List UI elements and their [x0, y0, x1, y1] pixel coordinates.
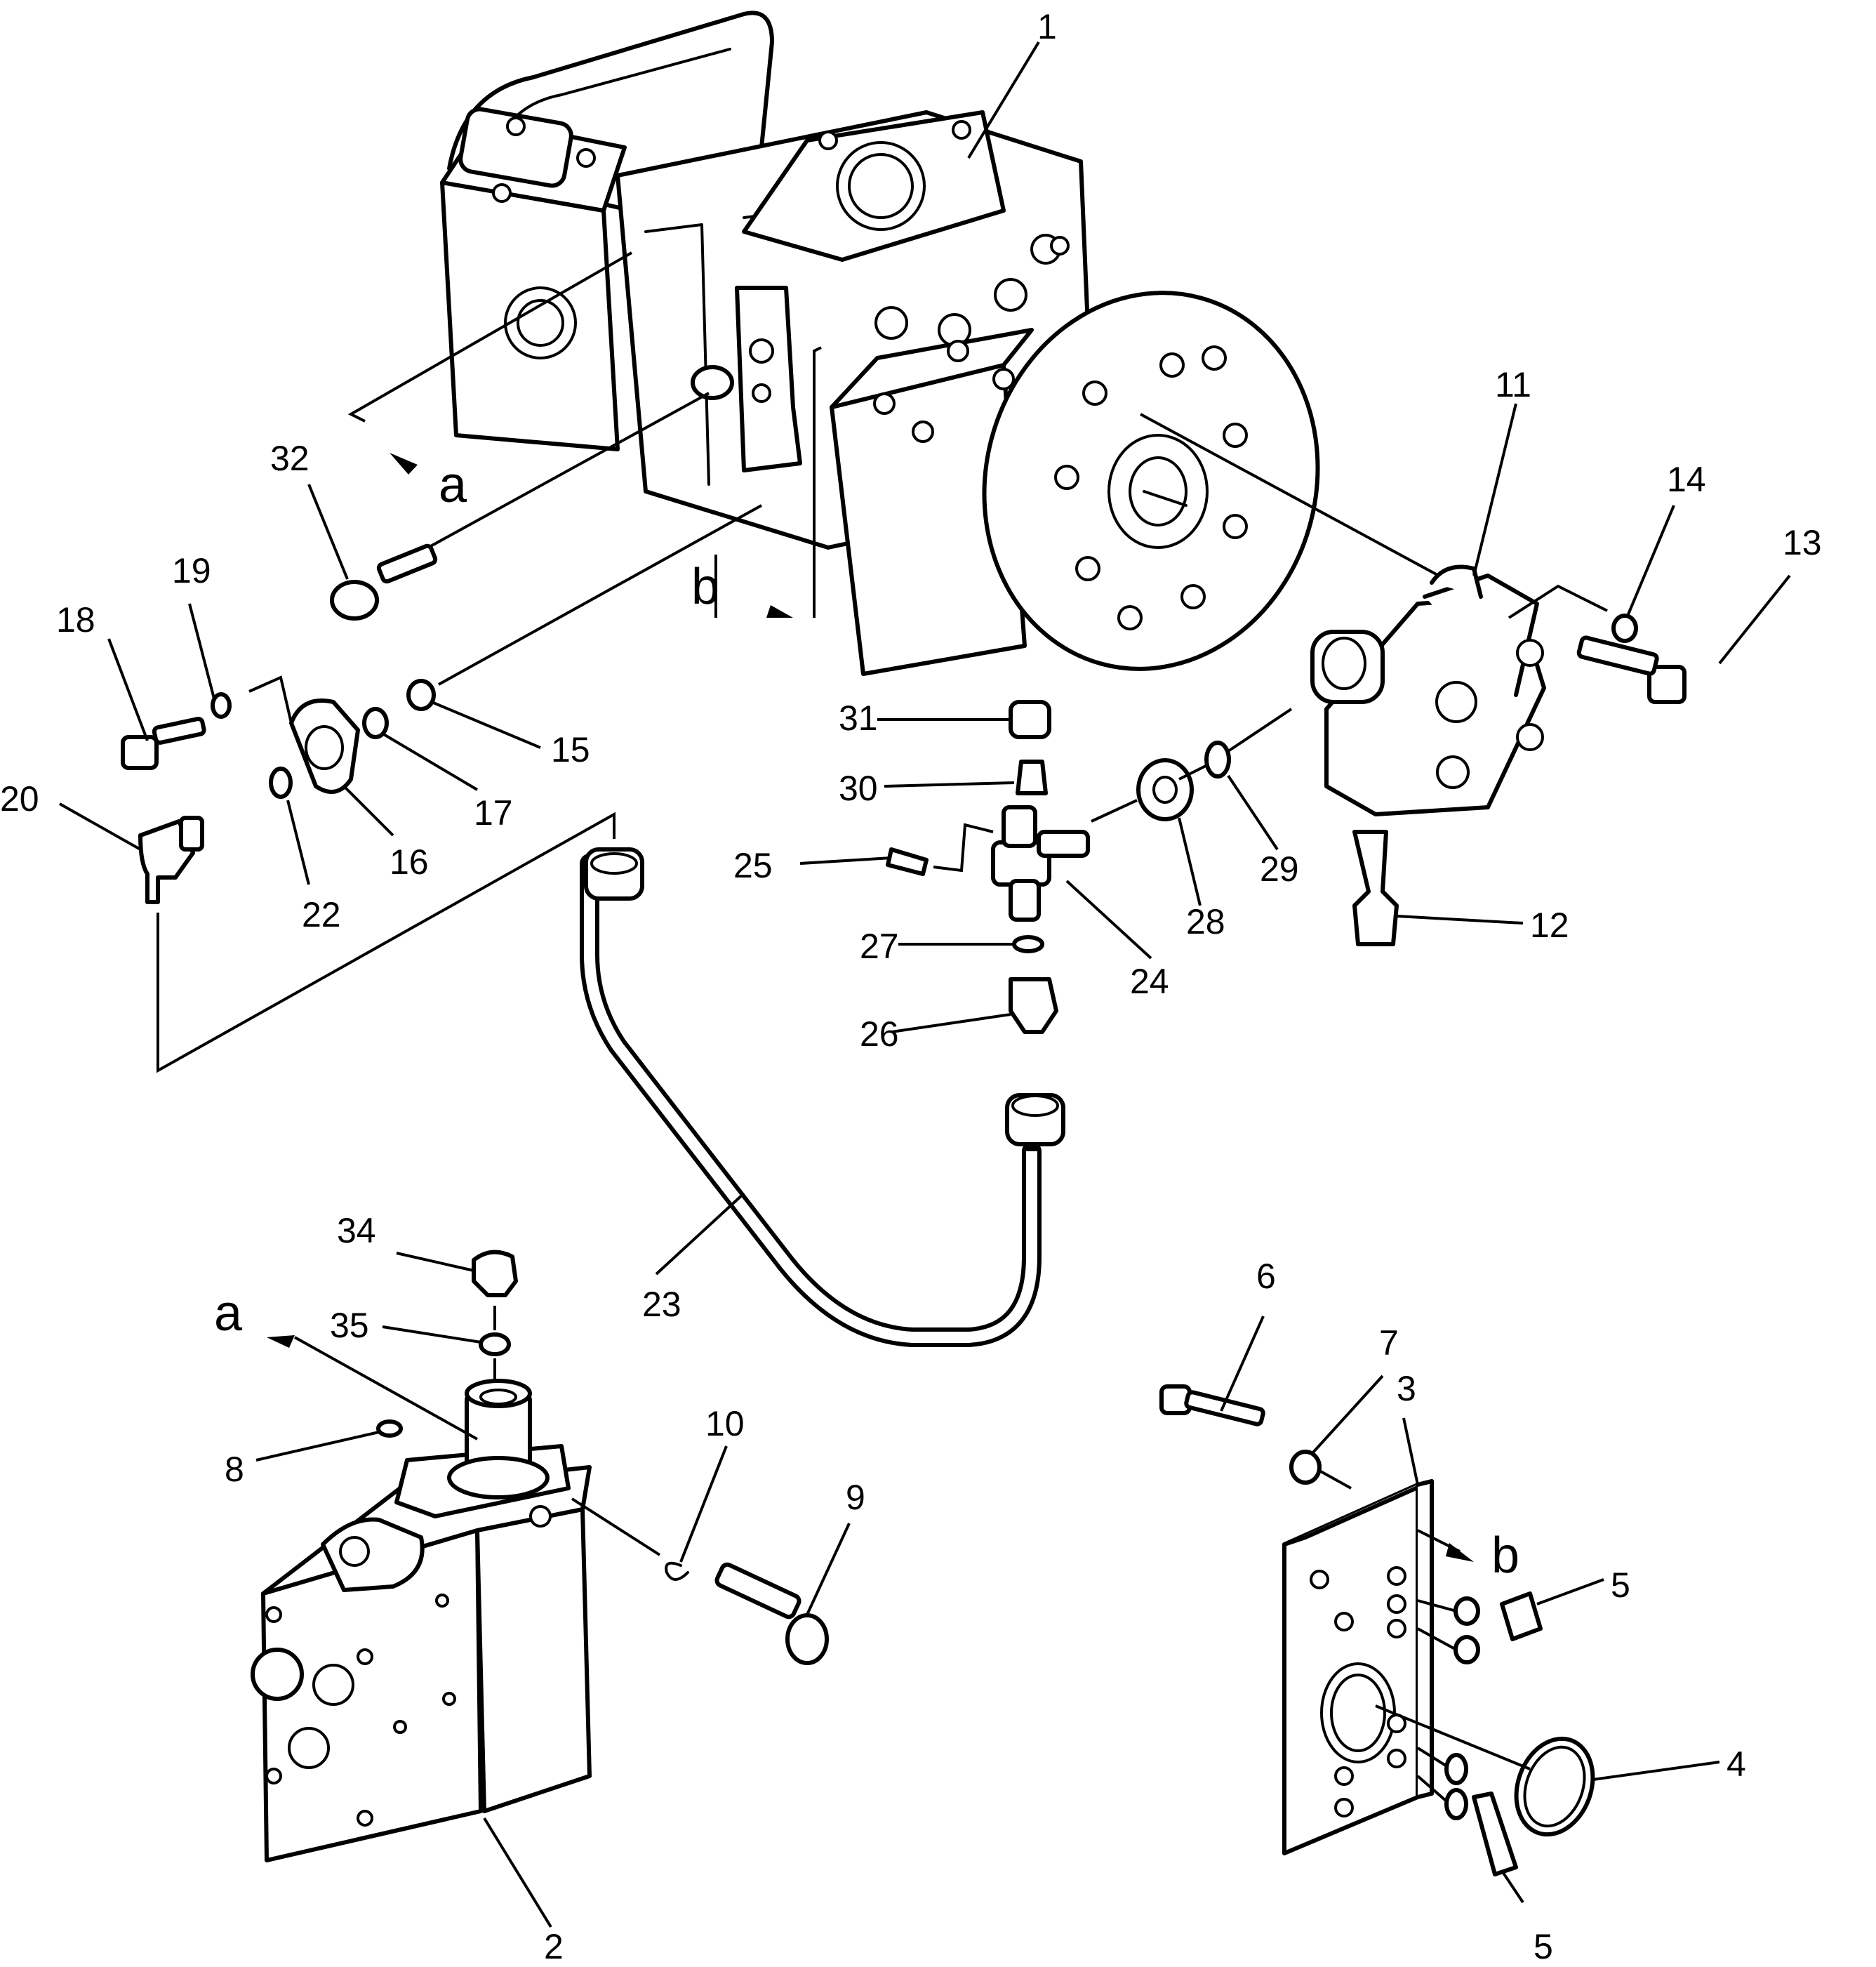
- callout-12: 12: [1530, 906, 1569, 945]
- part-22-o-ring: [269, 767, 293, 799]
- reference-letters: a b a b: [214, 457, 1519, 1584]
- callout-labels: 1 11 14 13 32 19 18 20 15 17 16 22 31 30…: [0, 7, 1822, 1966]
- part-25-fitting: [886, 847, 929, 876]
- part-27-o-ring: [1012, 935, 1044, 953]
- callout-10: 10: [705, 1404, 745, 1443]
- callout-7: 7: [1379, 1323, 1399, 1363]
- part-23-hose: [580, 847, 1065, 1347]
- part-14-washer: [1611, 614, 1638, 643]
- part-9-bolt: [714, 1562, 829, 1665]
- part-24-tee: [991, 805, 1090, 922]
- ref-letter-a-bottom: a: [214, 1285, 243, 1342]
- part-35-o-ring: [479, 1332, 511, 1356]
- part-30-nipple: [1016, 760, 1048, 795]
- callout-34: 34: [337, 1211, 376, 1250]
- callout-28: 28: [1186, 902, 1225, 941]
- callout-15: 15: [551, 730, 590, 769]
- ref-letter-a-top: a: [439, 457, 467, 513]
- part-2-valve-block: [251, 1379, 592, 1862]
- part-6-bolt: [1159, 1384, 1265, 1426]
- part-5-seals-upper: [1453, 1591, 1543, 1664]
- callout-2: 2: [544, 1927, 564, 1966]
- callout-30: 30: [839, 769, 878, 808]
- callout-22: 22: [302, 895, 341, 934]
- ref-letter-b-top: b: [691, 559, 719, 615]
- callout-31: 31: [839, 698, 878, 738]
- callout-20: 20: [0, 779, 39, 819]
- callout-17: 17: [474, 793, 513, 833]
- part-15-plug: [406, 679, 436, 711]
- part-32-eyebolt: [330, 543, 438, 621]
- callout-14: 14: [1667, 460, 1706, 499]
- callout-11: 11: [1495, 365, 1531, 404]
- part-31-nut: [1009, 700, 1051, 739]
- callout-1: 1: [1037, 7, 1057, 46]
- assembly-lines: [157, 251, 1608, 1802]
- callout-25: 25: [733, 846, 773, 885]
- part-1-main-pump: [440, 11, 1320, 676]
- callout-5-lower: 5: [1534, 1927, 1553, 1966]
- part-10-ring: [665, 1561, 689, 1581]
- callout-18: 18: [56, 600, 95, 640]
- callout-35: 35: [330, 1306, 369, 1345]
- callout-26: 26: [860, 1014, 899, 1054]
- part-29-o-ring: [1204, 741, 1231, 779]
- part-19-washer: [211, 692, 232, 719]
- part-3-manifold-plate: [1282, 1479, 1434, 1855]
- part-5-seals-lower: [1444, 1753, 1518, 1876]
- callout-5-upper: 5: [1611, 1565, 1630, 1605]
- callout-27: 27: [860, 927, 899, 966]
- part-12-fitting: [1352, 830, 1399, 946]
- callout-19: 19: [172, 551, 211, 590]
- part-16-flange: [289, 698, 360, 794]
- part-17-o-ring: [362, 707, 389, 739]
- part-8-pin: [376, 1419, 403, 1438]
- callout-4: 4: [1727, 1744, 1746, 1784]
- callout-8: 8: [225, 1450, 244, 1489]
- callout-3: 3: [1397, 1369, 1416, 1408]
- callout-6: 6: [1256, 1257, 1276, 1296]
- part-26-connector: [1009, 977, 1058, 1034]
- callout-24: 24: [1130, 962, 1169, 1001]
- ref-letter-b-bottom: b: [1491, 1528, 1519, 1584]
- part-20-elbow: [138, 816, 204, 904]
- callout-9: 9: [846, 1478, 865, 1517]
- callout-29: 29: [1260, 849, 1299, 889]
- callout-13: 13: [1783, 523, 1822, 562]
- part-7-washer: [1289, 1450, 1322, 1485]
- callout-23: 23: [642, 1285, 681, 1324]
- part-11-gear-pump: [1310, 564, 1546, 816]
- callout-32: 32: [270, 439, 310, 478]
- part-34-plug: [472, 1250, 518, 1297]
- part-13-bolt: [1576, 635, 1687, 704]
- callout-16: 16: [390, 842, 429, 882]
- callout-leaders: [59, 41, 1791, 1928]
- part-18-bolt: [121, 717, 206, 770]
